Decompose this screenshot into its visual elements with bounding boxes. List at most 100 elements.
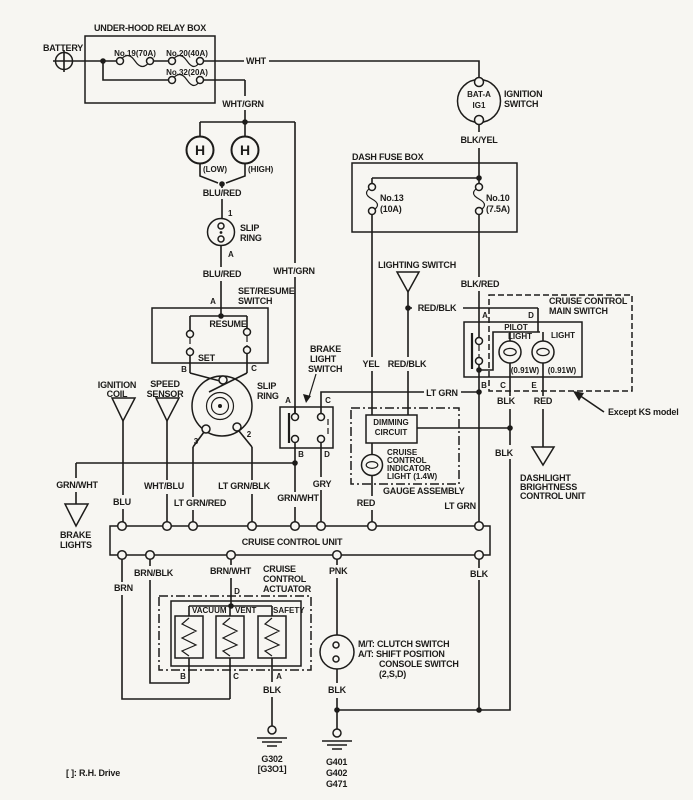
slip-ring-small-label-2: RING	[240, 233, 262, 243]
dash-fuse-box-label: DASH FUSE BOX	[352, 152, 424, 162]
wire-label-lt-grn-blk: LT GRN/BLK	[218, 481, 271, 491]
ignition-switch-label-2: SWITCH	[504, 99, 538, 109]
relay-box-label: UNDER-HOOD RELAY BOX	[94, 23, 206, 33]
clutch-switch-label-3: CONSOLE SWITCH	[379, 659, 459, 669]
set-resume-terminal-b: B	[181, 365, 187, 374]
wire-label-lt-grn-1: LT GRN	[426, 388, 458, 398]
ignition-coil-connector	[110, 397, 137, 423]
actuator-terminal-b: B	[180, 672, 186, 681]
slip-ring-big-label-1: SLIP	[257, 381, 276, 391]
wire-label-blk-yel: BLK/YEL	[460, 135, 498, 145]
battery	[53, 50, 75, 72]
main-switch-terminal-e: E	[531, 381, 537, 390]
brake-light-switch-box	[279, 406, 334, 449]
dimming-circuit-label-2: CIRCUIT	[375, 428, 408, 437]
set-resume-set-label: SET	[198, 353, 216, 363]
terminal-circles	[115, 56, 485, 738]
wire-label-blk-5: BLK	[470, 569, 489, 579]
gauge-assembly-box	[350, 407, 460, 485]
clutch-switch-label-1: M/T: CLUTCH SWITCH	[358, 639, 449, 649]
wire-label-wht-grn-2: WHT/GRN	[273, 266, 315, 276]
dashlight-label-1: DASHLIGHT	[520, 473, 571, 483]
battery-label: BATTERY	[43, 43, 83, 53]
lighting-switch-connector	[395, 271, 421, 294]
pilot-light-wattage: (0.91W)	[511, 366, 540, 375]
ignition-coil-label-2: COIL	[107, 389, 128, 399]
fuse13-label: No.13	[380, 193, 404, 203]
speed-sensor-label-1: SPEED	[150, 379, 180, 389]
main-switch-terminal-d: D	[528, 311, 534, 320]
wire-label-blk-red: BLK/RED	[461, 279, 500, 289]
brake-lights-label-2: LIGHTS	[60, 540, 92, 550]
actuator-terminal-a: A	[276, 672, 282, 681]
dashlight-label-3: CONTROL UNIT	[520, 491, 586, 501]
fuse10-element	[472, 186, 486, 212]
wire-label-blk-4: BLK	[328, 685, 347, 695]
speed-sensor-connector	[154, 397, 181, 423]
main-switch-label-2: MAIN SWITCH	[549, 306, 608, 316]
fuse20-label: No.20(40A)	[166, 49, 208, 58]
vent-label: VENT	[235, 606, 256, 615]
wire-label-gry: GRY	[313, 479, 332, 489]
wire-grn-wht-brake-lights	[75, 462, 295, 504]
actuator-label-3: ACTUATOR	[263, 584, 312, 594]
fuse19-label: No.19(70A)	[114, 49, 156, 58]
dash-fuse-box-outline	[351, 162, 518, 233]
wire-label-lt-grn-2: LT GRN	[444, 501, 476, 511]
wire-battery-branch	[102, 61, 172, 81]
ground-g401-label: G401	[326, 757, 347, 767]
brake-lights-connector	[63, 503, 90, 528]
indicator-label-2: CONTROL	[387, 456, 427, 465]
speed-sensor-label-2: SENSOR	[147, 389, 185, 399]
except-ks-note: Except KS model	[608, 407, 679, 417]
brake-light-switch-label-3: SWITCH	[308, 364, 342, 374]
wire-label-blu-red-2: BLU/RED	[203, 269, 242, 279]
cruise-unit-label: CRUISE CONTROL UNIT	[242, 537, 343, 547]
horn-low	[185, 135, 215, 165]
wire-lt-grn-horizontal	[320, 391, 479, 414]
ground-g302-label: G302	[261, 754, 282, 764]
main-switch-label-1: CRUISE CONTROL	[549, 296, 628, 306]
wire-label-grn-wht-1: GRN/WHT	[56, 480, 98, 490]
main-switch-terminal-b: B	[481, 381, 487, 390]
set-resume-label-2: SWITCH	[238, 296, 272, 306]
slip-ring-small-label-1: SLIP	[240, 223, 259, 233]
junction-dots	[100, 58, 513, 713]
ignition-coil-label-1: IGNITION	[98, 380, 136, 390]
wire-label-red-2: RED	[357, 498, 376, 508]
indicator-label-4: LIGHT (1.4W)	[387, 472, 438, 481]
rh-drive-note: [ ]: R.H. Drive	[66, 768, 120, 778]
indicator-label-1: CRUISE	[387, 448, 418, 457]
set-resume-label-1: SET/RESUME	[238, 286, 295, 296]
clutch-switch-label-4: (2,S,D)	[379, 669, 406, 679]
cruise-control-unit-box	[109, 525, 491, 556]
slip-ring-small-terminal-a: A	[228, 250, 234, 259]
horn-high	[230, 135, 260, 165]
set-resume-switch-box	[151, 307, 269, 364]
wire-label-blk-3: BLK	[263, 685, 282, 695]
fuse20-element	[171, 54, 201, 68]
slip-ring-big-terminal-3: 3	[194, 437, 199, 446]
main-switch-light-bulb	[531, 340, 555, 364]
clutch-switch	[319, 634, 355, 670]
pilot-light-bulb	[498, 340, 522, 364]
wire-label-pnk: PNK	[329, 566, 348, 576]
main-switch-terminal-a: A	[482, 311, 488, 320]
indicator-light-bulb	[360, 453, 384, 477]
slip-ring-big-terminal-2: 2	[247, 430, 252, 439]
fuse32-element	[171, 73, 201, 87]
main-switch-terminal-c: C	[500, 381, 506, 390]
main-switch-dashed-box	[488, 294, 633, 392]
brake-light-switch-terminal-c: C	[325, 396, 331, 405]
wire-slip-ring-outputs	[192, 430, 253, 448]
brake-lights-label-1: BRAKE	[60, 530, 91, 540]
indicator-label-3: INDICATOR	[387, 464, 431, 473]
horn-high-label: (HIGH)	[248, 165, 274, 174]
main-switch-inner-box	[463, 321, 583, 378]
gauge-assembly-label: GAUGE ASSEMBLY	[383, 486, 465, 496]
wire-label-brn: BRN	[114, 583, 133, 593]
slip-ring-big-label-2: RING	[257, 391, 279, 401]
